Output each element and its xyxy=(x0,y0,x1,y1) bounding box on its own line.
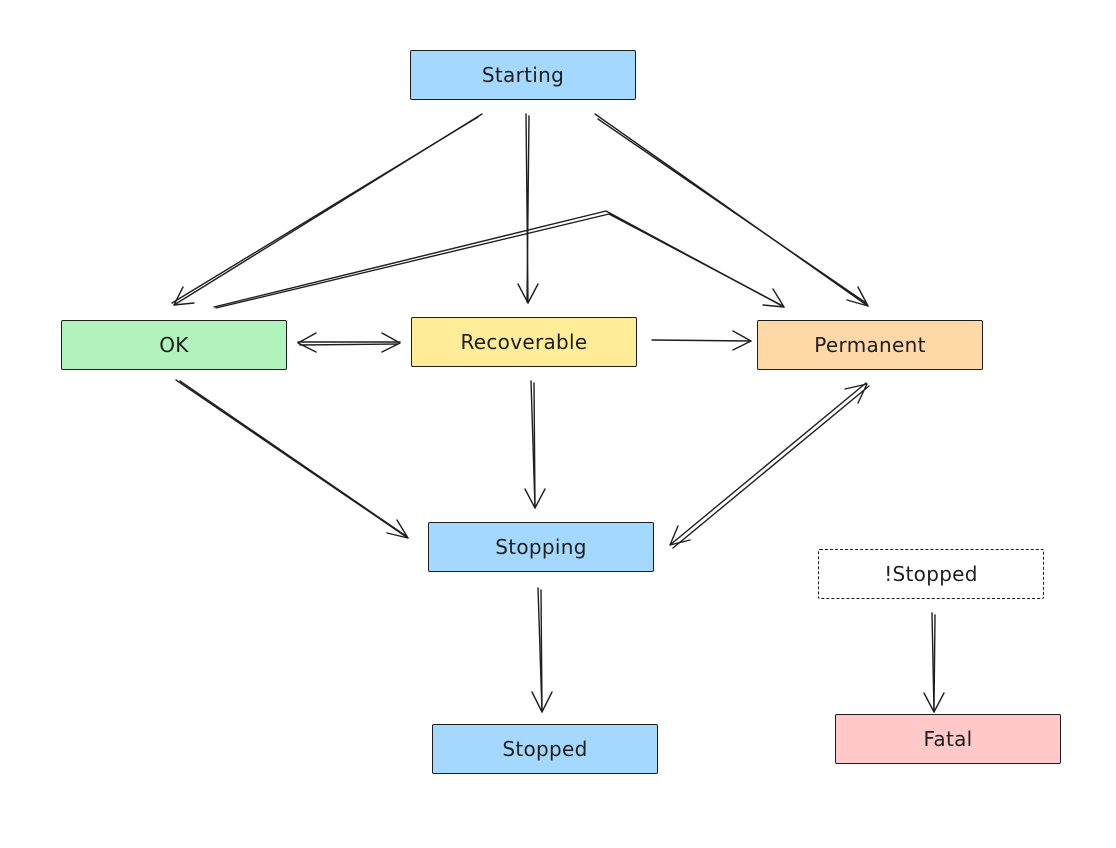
edge-recoverable-stopping xyxy=(524,380,546,509)
node-fatal: Fatal xyxy=(835,714,1061,764)
edge-ok-recoverable xyxy=(297,332,401,353)
node-starting-label: Starting xyxy=(481,63,565,87)
node-not-stopped-label: !Stopped xyxy=(884,562,978,586)
node-stopped: Stopped xyxy=(432,724,658,774)
node-ok: OK xyxy=(61,320,287,370)
node-stopping-label: Stopping xyxy=(495,535,587,559)
edge-ok-stopping xyxy=(175,379,409,539)
edge-recoverable-permanent xyxy=(651,330,752,351)
edge-ok-permanent xyxy=(213,210,785,309)
node-permanent: Permanent xyxy=(757,320,983,370)
node-starting: Starting xyxy=(410,50,636,100)
edge-permanent-stopping xyxy=(669,382,870,549)
node-recoverable: Recoverable xyxy=(411,317,637,367)
edge-stopping-stopped xyxy=(531,587,553,713)
node-ok-label: OK xyxy=(159,333,189,357)
node-permanent-label: Permanent xyxy=(814,333,926,357)
node-not-stopped: !Stopped xyxy=(818,549,1044,599)
node-recoverable-label: Recoverable xyxy=(460,330,588,354)
node-stopping: Stopping xyxy=(428,522,654,572)
node-fatal-label: Fatal xyxy=(923,727,973,751)
edge-notstopped-fatal xyxy=(923,612,945,713)
node-stopped-label: Stopped xyxy=(502,737,588,761)
edge-starting-recoverable xyxy=(517,113,539,304)
edge-starting-ok xyxy=(171,113,483,306)
edge-starting-permanent xyxy=(594,113,869,307)
